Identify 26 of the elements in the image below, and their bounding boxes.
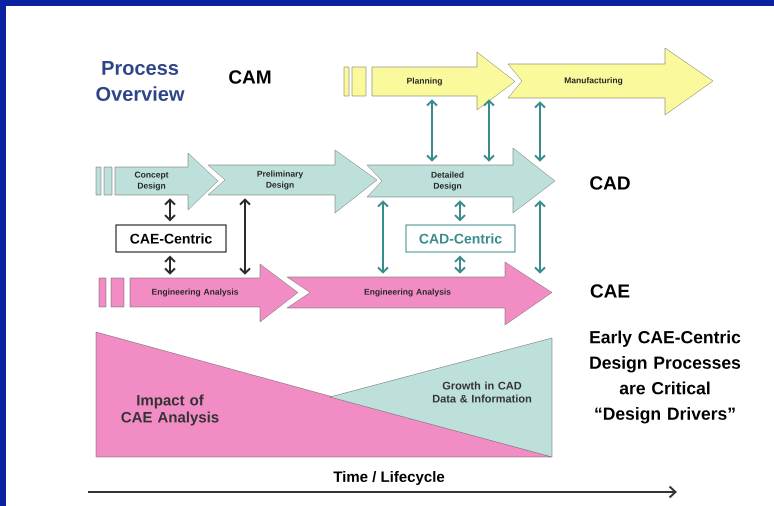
label-box: CAD-Centric bbox=[406, 224, 516, 252]
title: Process Overview bbox=[96, 61, 184, 101]
phase-block: Manufacturing bbox=[508, 48, 714, 116]
double-arrow bbox=[239, 198, 251, 275]
phase-block: Detailed Design bbox=[366, 148, 556, 214]
double-arrow bbox=[164, 198, 176, 222]
double-arrow bbox=[534, 200, 546, 274]
double-arrow bbox=[164, 256, 176, 275]
phase-block: Planning bbox=[372, 52, 516, 110]
phase-block: Engineering Analysis bbox=[130, 264, 298, 322]
phase-block: Concept Design bbox=[114, 152, 218, 210]
double-arrow bbox=[454, 200, 466, 222]
label-box: CAE-Centric bbox=[116, 224, 226, 252]
label-text: Early CAE-Centric Design Processes are Critical “Design Drivers” bbox=[590, 330, 740, 424]
phase-block: Preliminary Design bbox=[208, 150, 378, 214]
double-arrow bbox=[534, 101, 546, 162]
label-text: Time / Lifecycle bbox=[333, 471, 444, 485]
phase-block: Engineering Analysis bbox=[286, 262, 552, 326]
label-text: CAM bbox=[229, 70, 270, 84]
area-triangle: Growth in CAD Data & Information bbox=[330, 338, 552, 458]
double-arrow bbox=[454, 256, 466, 274]
double-arrow bbox=[377, 200, 389, 274]
label-text: CAD bbox=[590, 176, 630, 190]
label-text: CAE bbox=[590, 284, 630, 298]
double-arrow bbox=[426, 99, 438, 162]
double-arrow bbox=[483, 99, 495, 162]
